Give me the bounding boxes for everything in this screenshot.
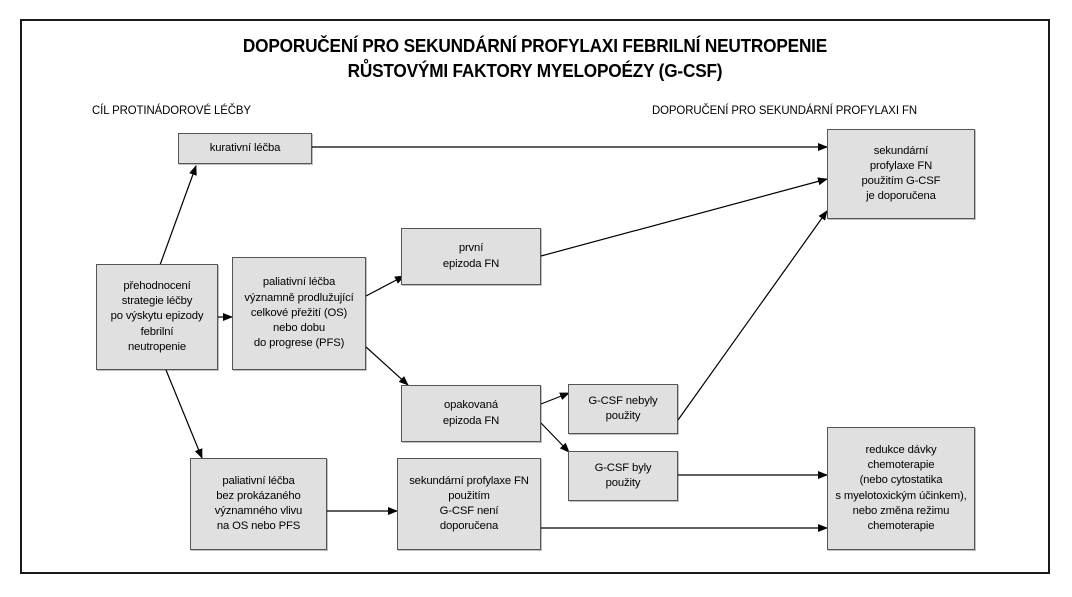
node-repeated-fn-episode-label: opakovaná epizoda FN xyxy=(442,399,500,427)
node-gcsf-not-used-label: G-CSF nebyly použity xyxy=(588,394,658,422)
node-prophylaxis-recommended-label: sekundární profylaxe FN použitím G-CSF j… xyxy=(861,144,941,203)
node-gcsf-used[interactable]: G-CSF byly použity xyxy=(568,451,678,501)
node-first-fn-episode-label: první epizoda FN xyxy=(442,242,500,270)
page-title-line-1: DOPORUČENÍ PRO SEKUNDÁRNÍ PROFYLAXI FEBR… xyxy=(242,35,828,56)
node-palliative-no-benefit[interactable]: paliativní léčba bez prokázaného významn… xyxy=(190,458,327,550)
node-first-fn-episode[interactable]: první epizoda FN xyxy=(401,228,541,285)
node-curative-label: kurativní léčba xyxy=(209,141,281,154)
node-palliative-prolonging[interactable]: paliativní léčba významně prodlužující c… xyxy=(232,257,366,370)
node-prophylaxis-recommended[interactable]: sekundární profylaxe FN použitím G-CSF j… xyxy=(827,129,975,219)
column-label-left: CÍL PROTINÁDOROVÉ LÉČBY xyxy=(92,103,251,117)
node-palliative-prolonging-label: paliativní léčba významně prodlužující c… xyxy=(244,276,354,350)
node-gcsf-used-label: G-CSF byly použity xyxy=(594,461,652,489)
page-title-line-2: RŮSTOVÝMI FAKTORY MYELOPOÉZY (G-CSF) xyxy=(347,60,723,81)
node-prophylaxis-not-recommended[interactable]: sekundární profylaxe FN použitím G-CSF n… xyxy=(397,458,541,550)
column-label-right: DOPORUČENÍ PRO SEKUNDÁRNÍ PROFYLAXI FN xyxy=(652,103,917,117)
node-prophylaxis-not-recommended-label: sekundární profylaxe FN použitím G-CSF n… xyxy=(409,474,529,533)
node-reassessment[interactable]: přehodnocení strategie léčby po výskytu … xyxy=(96,264,218,370)
node-gcsf-not-used[interactable]: G-CSF nebyly použity xyxy=(568,384,678,434)
node-dose-reduction-label: redukce dávky chemoterapie (nebo cytosta… xyxy=(835,443,967,532)
node-reassessment-label: přehodnocení strategie léčby po výskytu … xyxy=(110,279,204,353)
node-curative[interactable]: kurativní léčba xyxy=(178,133,312,164)
node-repeated-fn-episode[interactable]: opakovaná epizoda FN xyxy=(401,385,541,442)
node-palliative-no-benefit-label: paliativní léčba bez prokázaného významn… xyxy=(214,474,303,533)
node-dose-reduction[interactable]: redukce dávky chemoterapie (nebo cytosta… xyxy=(827,427,975,550)
page-title: DOPORUČENÍ PRO SEKUNDÁRNÍ PROFYLAXI FEBR… xyxy=(93,33,977,83)
